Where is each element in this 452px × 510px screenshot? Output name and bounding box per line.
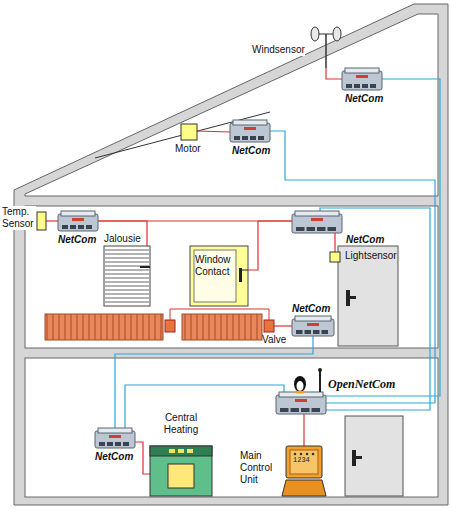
node-label: Lightsensor <box>345 250 397 262</box>
wire <box>170 309 269 320</box>
wire <box>98 221 147 246</box>
wire <box>274 325 292 326</box>
node-icon <box>37 212 46 230</box>
node-icon <box>150 446 212 496</box>
node-label: Temp. Sensor <box>2 206 36 230</box>
wire <box>326 79 440 396</box>
wire <box>125 385 284 428</box>
node-label: NetCom <box>95 451 133 463</box>
wire <box>46 220 58 221</box>
netcom-device: NetCom <box>292 211 342 233</box>
netcom-device: NetCom <box>292 316 334 336</box>
node-icon <box>330 252 340 262</box>
wind-sensor: Windsensor <box>312 22 340 68</box>
wire <box>320 208 430 410</box>
window-contact: Window Contact <box>190 246 248 306</box>
light-sensor: Lightsensor <box>330 252 340 262</box>
opennetcom-device: OpenNetCom <box>276 392 326 414</box>
radiator <box>45 314 262 340</box>
node-icon <box>104 246 150 306</box>
door <box>345 416 403 496</box>
node-label: NetCom <box>345 93 383 105</box>
netcom-device: NetCom <box>230 120 270 142</box>
node-label: Main Control Unit <box>240 450 284 486</box>
roof-window <box>95 112 270 158</box>
node-label: NetCom <box>58 234 96 246</box>
wire <box>270 131 435 403</box>
wire <box>303 414 304 446</box>
screen-label: 1234 <box>293 456 310 464</box>
netcom-device: NetCom <box>342 68 382 90</box>
wire <box>334 233 335 252</box>
node-icon <box>230 120 270 142</box>
house-wall <box>14 4 448 505</box>
upper-floor <box>25 206 438 348</box>
node-label: Window Contact <box>195 254 237 278</box>
node-icon <box>58 211 98 231</box>
node-icon <box>342 68 382 90</box>
main-control-unit: Main Control Unit <box>286 446 322 496</box>
wire <box>197 131 230 132</box>
node-label: Valve <box>262 334 286 346</box>
central-heating: Central Heating <box>150 446 212 496</box>
node-icon <box>292 211 342 233</box>
ground-floor <box>25 358 438 497</box>
wire <box>135 442 150 474</box>
node-label: NetCom <box>232 145 270 157</box>
node-label: Motor <box>175 143 201 155</box>
wire <box>248 221 292 270</box>
node-icon <box>312 22 340 68</box>
valve: Valve <box>264 320 274 332</box>
netcom-device: NetCom <box>95 428 135 448</box>
node-icon <box>264 320 274 332</box>
door <box>338 246 398 346</box>
node-label: OpenNetCom <box>328 377 395 391</box>
wire <box>326 68 342 79</box>
jalousie: Jalousie <box>104 246 150 306</box>
node-icon <box>181 124 197 140</box>
motor-box: Motor <box>181 124 197 140</box>
node-icon <box>95 428 135 448</box>
node-label: NetCom <box>292 303 330 315</box>
node-icon <box>276 392 326 414</box>
node-icon <box>292 316 334 336</box>
node-label: Jalousie <box>104 233 141 245</box>
node-label: Windsensor <box>252 44 305 56</box>
node-label: Central Heating <box>150 412 212 436</box>
node-label: NetCom <box>346 234 384 246</box>
node-icon <box>286 446 322 496</box>
netcom-device: NetCom <box>58 211 98 231</box>
temp-sensor: Temp. Sensor <box>37 212 46 230</box>
attic <box>25 14 438 196</box>
